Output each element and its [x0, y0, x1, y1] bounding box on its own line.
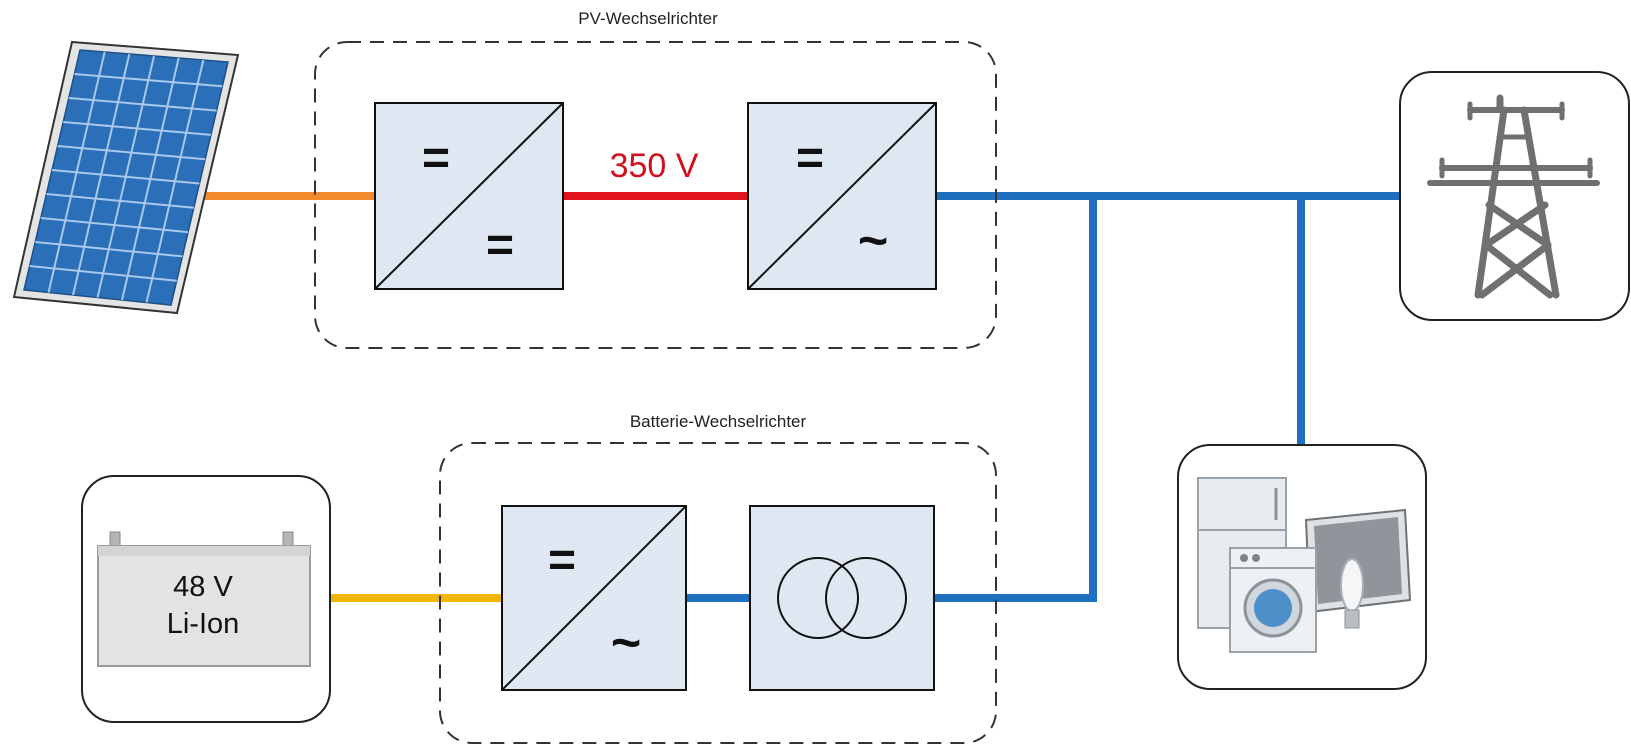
pv-dc-ac-converter: = ~ [747, 102, 937, 290]
solar-cell-divider [51, 169, 200, 185]
solar-cell-divider [35, 241, 183, 258]
loads-box [1177, 444, 1427, 690]
battery-dc-ac-converter: = ~ [501, 505, 687, 691]
solar-cell-divider [63, 121, 211, 136]
pv-dc-ac-symbol-bottom: ~ [858, 212, 888, 270]
pv-inverter-boundary [314, 41, 997, 349]
battery-type: Li-Ion [167, 608, 240, 640]
solar-cell-divider [29, 265, 177, 282]
battery-inverter-title: Batterie-Wechselrichter [630, 412, 807, 431]
battery-inverter-group: Batterie-Wechselrichter = ~ [439, 412, 997, 744]
household-appliances-icon [1197, 477, 1412, 653]
dc-dc-symbol-bottom: = [486, 219, 514, 272]
solar-cell-divider [40, 217, 189, 234]
connection-lines [205, 192, 1400, 602]
solar-cell-divider [74, 73, 223, 88]
dc-link-voltage: 350 V [610, 147, 699, 185]
battery-voltage: 48 V [173, 571, 233, 603]
solar-cell-divider [68, 97, 217, 112]
grid-box [1399, 71, 1630, 321]
solar-cell-divider [57, 145, 206, 161]
battery-icon [97, 531, 311, 667]
pv-inverter-title: PV-Wechselrichter [578, 9, 718, 28]
battery-box: 48 V Li-Ion [81, 475, 331, 723]
solar-cell-divider [46, 193, 194, 209]
dc-dc-symbol-top: = [422, 132, 450, 185]
dc-dc-converter: = = [374, 102, 564, 290]
power-pylon-icon [1427, 94, 1600, 299]
battery-dc-ac-symbol-bottom: ~ [611, 614, 641, 672]
battery-dc-ac-symbol-top: = [548, 534, 576, 587]
pv-inverter-group: PV-Wechselrichter = = 350 V = ~ [314, 9, 997, 349]
transformer-icon [749, 505, 935, 691]
pv-dc-ac-symbol-top: = [796, 132, 824, 185]
solar-panel-icon [12, 40, 240, 315]
